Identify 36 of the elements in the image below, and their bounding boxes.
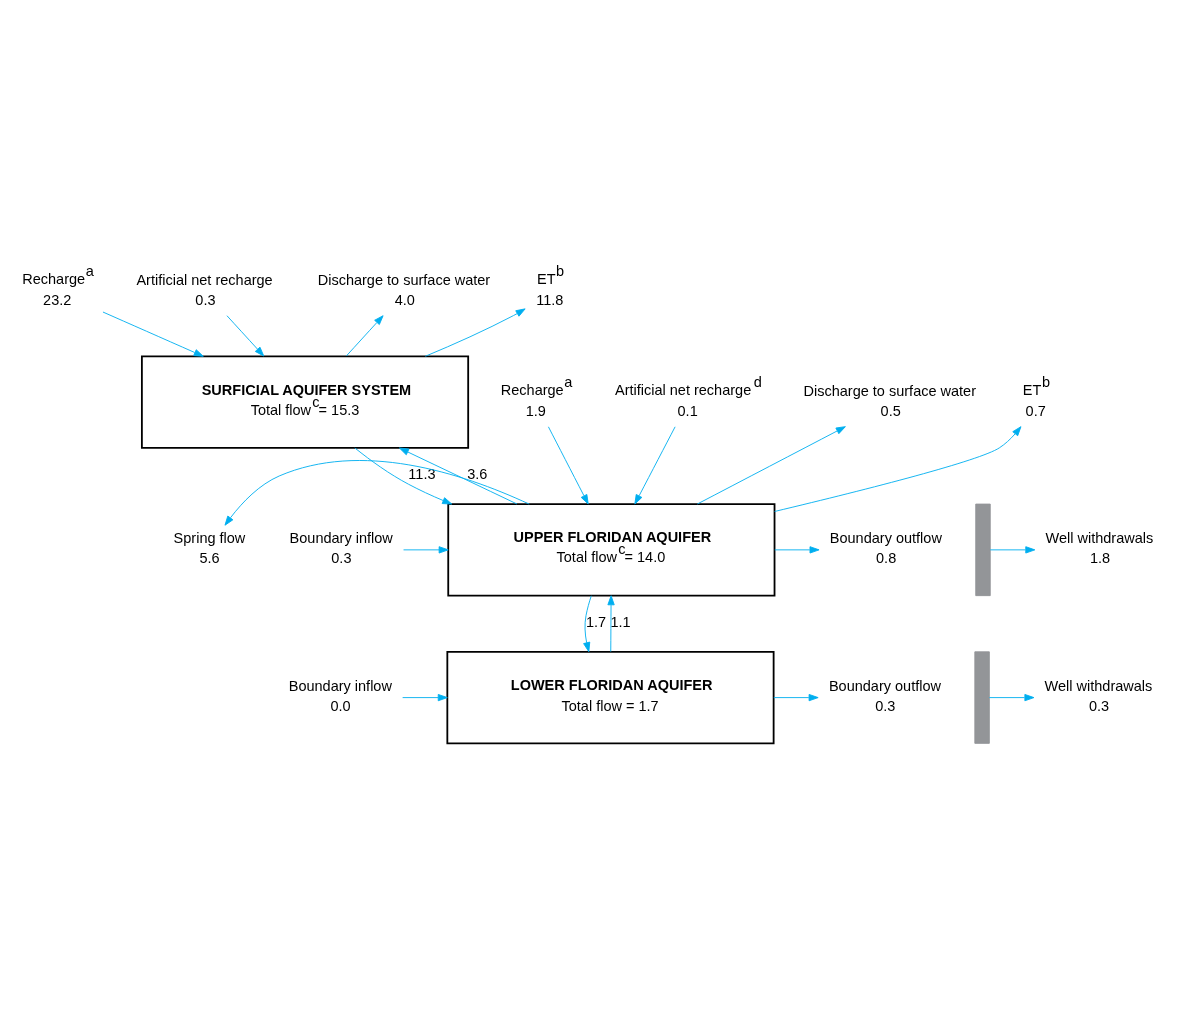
node-bar xyxy=(975,503,991,596)
node-box: LOWER FLORIDAN AQUIFER Total flow = 1.7 xyxy=(446,650,775,744)
arrow xyxy=(988,693,1035,701)
edge-label: 11.3 xyxy=(408,465,436,482)
node-text: Discharge to surface water 0.5 xyxy=(803,382,976,419)
arrow xyxy=(424,307,526,357)
node-text: Boundary inflow 0.3 xyxy=(289,529,393,566)
arrow xyxy=(547,425,589,504)
arrow xyxy=(399,447,518,504)
arrow xyxy=(774,425,1022,512)
arrow xyxy=(102,311,204,357)
edge-label: 1.7 xyxy=(586,613,607,630)
arrow xyxy=(224,459,530,526)
arrow xyxy=(634,425,676,504)
edge-label: 3.6 xyxy=(467,465,488,482)
node-text: Boundary outflow 0.8 xyxy=(829,529,942,566)
node-text: Artificial net recharge 0.3 xyxy=(136,271,273,308)
arrow xyxy=(774,545,820,553)
node-text: Well withdrawals 1.8 xyxy=(1045,529,1154,566)
arrow xyxy=(696,425,846,504)
arrow xyxy=(773,693,819,701)
arrow xyxy=(402,693,448,701)
node-text: Discharge to surface water 4.0 xyxy=(317,271,491,308)
edge-label: 1.1 xyxy=(610,613,631,630)
arrow xyxy=(345,314,384,356)
node-bar xyxy=(974,650,990,744)
node-text: Boundary inflow 0.0 xyxy=(288,677,392,714)
arrow xyxy=(607,594,615,652)
node-text: Boundary outflow 0.3 xyxy=(828,677,941,714)
node-text: Spring flow 5.6 xyxy=(173,529,246,566)
arrow xyxy=(583,594,592,652)
arrow xyxy=(989,545,1036,553)
node-text: Well withdrawals 0.3 xyxy=(1044,677,1153,714)
arrow xyxy=(354,447,453,505)
arrow xyxy=(226,314,265,356)
arrow xyxy=(403,545,449,553)
